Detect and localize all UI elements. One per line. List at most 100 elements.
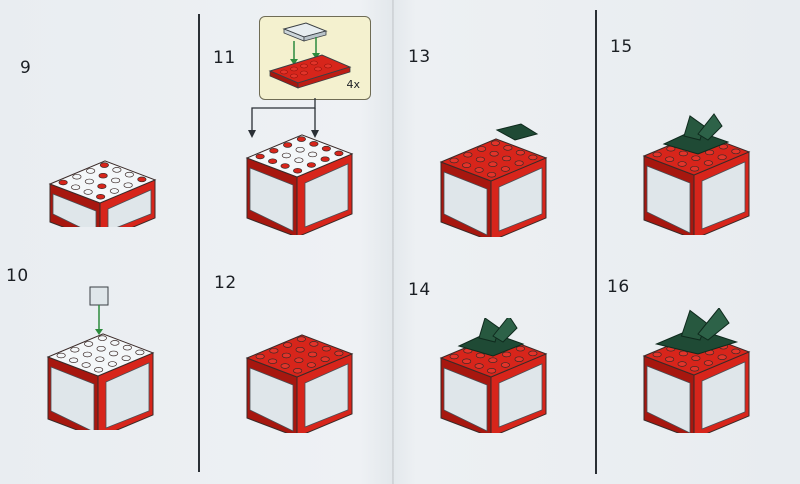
step-15-stud	[703, 160, 713, 166]
step-10-model	[46, 286, 155, 430]
step-12-stud	[295, 346, 305, 353]
step-10-stud	[94, 366, 104, 373]
step-13-stud	[477, 146, 487, 152]
step-13-stud	[515, 149, 525, 156]
step-9-model	[48, 160, 157, 227]
step-12-top-face	[245, 334, 354, 378]
step-number-15: 15	[610, 37, 633, 57]
step-number-13: 13	[408, 47, 431, 67]
step-12-stud	[281, 352, 291, 359]
step-9-top-face	[48, 160, 157, 204]
step-16-stud	[677, 361, 687, 367]
step-15-stud	[665, 156, 675, 162]
step-14-stud	[488, 357, 498, 363]
step-11-stud	[306, 162, 316, 168]
step-12-right-tile	[304, 363, 349, 428]
step-11-stud	[321, 145, 331, 152]
step-13-stud	[475, 156, 485, 163]
step-10-stud	[96, 345, 106, 352]
step-10-stud	[121, 355, 131, 361]
step-14-stud	[475, 352, 485, 359]
step-13-stud	[503, 145, 513, 151]
step-12-stud	[321, 345, 331, 352]
step-14-model	[439, 318, 548, 433]
step-16-left-tile	[646, 365, 691, 433]
step-11-stud	[268, 158, 278, 164]
step-14-stud	[528, 350, 538, 357]
column-divider-3	[595, 10, 597, 474]
step-13-stud	[463, 151, 473, 158]
step-13-right-tile	[498, 167, 543, 232]
step-10-stud	[81, 362, 91, 368]
step-11-stud	[294, 157, 304, 163]
step-16-bow-base	[654, 327, 739, 355]
step-11-stud	[293, 167, 303, 174]
step-9-stud	[83, 189, 93, 195]
step-13-stud	[490, 140, 500, 146]
step-10-right-tile	[105, 362, 150, 429]
step-14-bow-loop-right	[492, 318, 518, 343]
step-11-stud	[334, 150, 344, 157]
step-13-stud	[502, 155, 512, 162]
step-11-stud	[320, 156, 330, 162]
step-number-16: 16	[607, 277, 630, 297]
column-divider-1	[198, 14, 200, 472]
step-12-stud	[269, 347, 279, 354]
step-16-bow-loop-right	[697, 308, 730, 341]
step-9-stud	[84, 178, 94, 185]
step-15-stud	[691, 155, 701, 161]
step-12-stud	[280, 363, 290, 369]
step-number-14: 14	[408, 280, 431, 300]
step-10-guide-arrow	[95, 329, 103, 335]
step-15-stud	[717, 154, 727, 160]
step-10-stud	[70, 346, 80, 353]
step-11-stud	[269, 147, 279, 154]
step-11-stud	[280, 163, 290, 169]
step-12-stud	[296, 336, 306, 342]
step-10-left-tile	[50, 366, 95, 430]
step-9-stud	[111, 177, 121, 184]
step-12-stud	[294, 357, 304, 363]
step-11-left-tile	[249, 167, 294, 232]
step-11-stud	[283, 142, 293, 148]
step-11-stud	[255, 153, 265, 160]
step-16-stud	[665, 356, 675, 362]
step-15-model	[642, 113, 751, 235]
step-11-top-face	[245, 134, 354, 178]
step-10-stud	[122, 344, 132, 351]
step-10-top-face	[46, 333, 155, 377]
step-11-model	[245, 134, 354, 235]
step-9-stud	[137, 176, 147, 183]
step-9-left-tile	[52, 193, 97, 227]
step-12-stud	[309, 341, 319, 347]
step-16-stud	[652, 351, 662, 358]
step-13-stud	[488, 161, 498, 167]
step-12-stud	[320, 356, 330, 362]
step-14-stud	[487, 367, 497, 374]
step-16-stud	[717, 354, 727, 360]
step-11-stud	[308, 151, 318, 158]
step-9-stud	[86, 168, 96, 174]
step-14-stud	[502, 351, 512, 358]
step-13-stud	[474, 167, 484, 173]
step-10-stud	[95, 356, 105, 362]
step-14-stud	[474, 363, 484, 369]
step-12-stud	[293, 367, 303, 374]
step-11-callout: 4x	[259, 16, 371, 100]
step-9-stud	[96, 193, 106, 200]
step-15-stud	[677, 161, 687, 167]
step-11-stud	[295, 146, 305, 153]
step-9-right-tile	[107, 189, 152, 227]
step-13-stud	[462, 162, 472, 168]
page-fold	[392, 0, 394, 484]
step-9-stud	[97, 183, 107, 189]
step-10-stud	[110, 340, 120, 346]
step-13-stud	[514, 160, 524, 166]
step-15-stud	[690, 165, 700, 172]
step-13-bow-plate	[495, 123, 539, 141]
step-9-stud	[58, 179, 68, 186]
step-number-9: 9	[20, 58, 32, 78]
step-13-top-face	[439, 138, 548, 182]
step-13-stud	[500, 166, 510, 172]
